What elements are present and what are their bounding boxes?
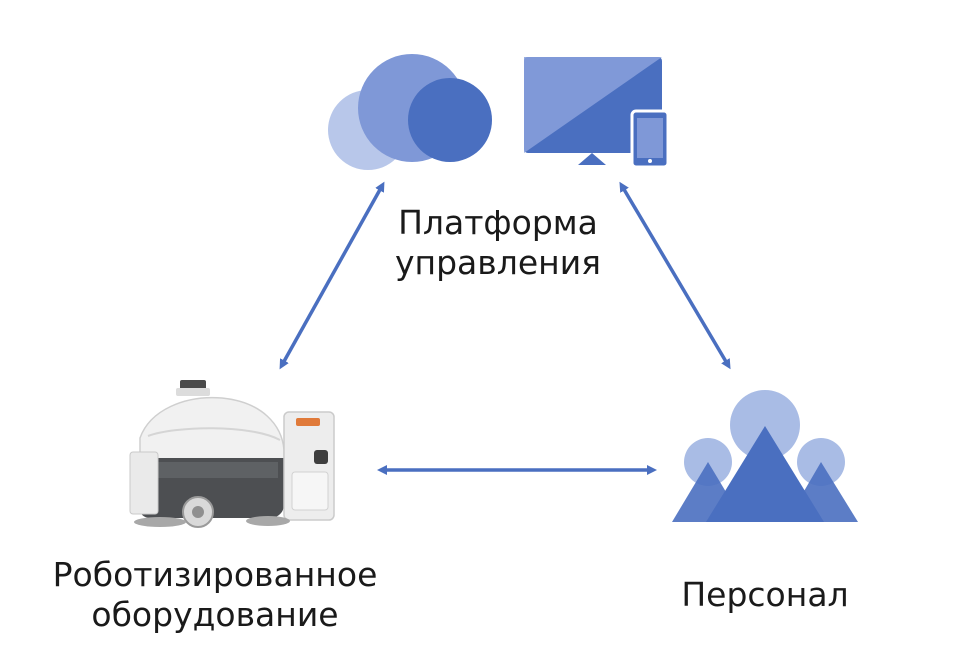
- equipment-label: Роботизированное оборудование: [10, 555, 420, 635]
- platform-label: Платформа управления: [338, 203, 658, 283]
- equipment-label-line2: оборудование: [91, 595, 339, 634]
- cleaning-robot-icon: [129, 380, 335, 528]
- equipment-label-line1: Роботизированное: [52, 555, 378, 594]
- people-group-icon: [672, 390, 858, 522]
- platform-label-line2: управления: [395, 243, 601, 282]
- cloud-icon: [328, 54, 492, 170]
- platform-label-line1: Платформа: [398, 203, 598, 242]
- staff-label: Персонал: [640, 575, 890, 615]
- arrow-platform-staff: [619, 181, 731, 370]
- staff-label-line1: Персонал: [681, 575, 849, 614]
- monitor-icon: [524, 57, 662, 165]
- smartphone-icon: [630, 109, 670, 169]
- arrow-platform-equipment: [279, 181, 385, 370]
